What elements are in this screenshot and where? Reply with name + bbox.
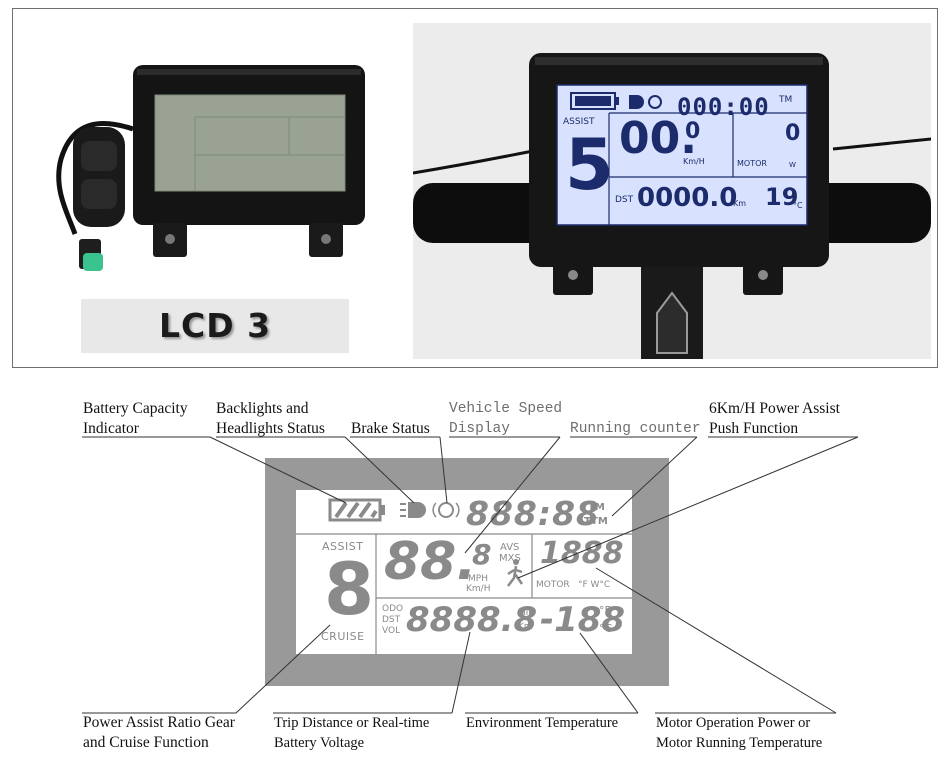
trip-digits: 8888.8 <box>406 600 538 640</box>
battery-indicator-label: Battery Capacity Indicator <box>83 399 188 439</box>
tm-label: TM <box>588 502 605 513</box>
vol-label: VOL <box>382 626 401 636</box>
assist-ratio-line2: and Cruise Function <box>83 734 209 751</box>
photo-dst-label: DST <box>615 195 634 205</box>
dst-label: DST <box>382 615 401 625</box>
battery-label-line2: Indicator <box>83 420 139 437</box>
photo-assist-label: ASSIST <box>563 117 595 127</box>
deg-c-label: °C <box>599 622 613 635</box>
time-digits: 888:88 <box>466 494 601 533</box>
photo-temperature: 19 <box>765 183 799 211</box>
motor-units: °F W°C <box>578 580 611 590</box>
vehicle-speed-line1: Vehicle Speed <box>449 401 563 417</box>
backlights-label-line2: Headlights Status <box>216 420 325 437</box>
avs-label: AVS <box>500 542 520 553</box>
photo-lit-display: 000:00 TM ASSIST 5 00. 0 Km/H MOTOR 0 W … <box>413 23 931 359</box>
assist-gear-digit: 8 <box>324 547 375 631</box>
diagram-lcd-screen: 888:88 TM TTM ASSIST 8 CRUISE 88. 8 AVS … <box>296 490 632 654</box>
motor-label: MOTOR <box>536 580 570 590</box>
ttm-label: TTM <box>584 516 608 527</box>
backlights-label-line1: Backlights and <box>216 400 309 417</box>
mxs-label: MXS <box>499 553 521 564</box>
kmh-label: Km/H <box>466 584 491 594</box>
photo-temp-unit: °C <box>793 201 803 210</box>
mph-label: MPH <box>468 574 488 584</box>
push-assist-line1: 6Km/H Power Assist <box>709 400 840 417</box>
motor-digits: 1888 <box>540 536 624 571</box>
motor-power-label: Motor Operation Power or Motor Running T… <box>656 713 822 753</box>
backlights-status-label: Backlights and Headlights Status <box>216 399 325 439</box>
speed-digits: 88. <box>384 532 477 592</box>
photo-tm-label: TM <box>779 95 793 105</box>
environment-temperature-label: Environment Temperature <box>466 715 619 731</box>
trip-distance-line1: Trip Distance or Real-time <box>274 715 430 731</box>
photo-time-digits: 000:00 <box>677 93 770 121</box>
assist-label: ASSIST <box>322 540 364 553</box>
deg-f-label: °F <box>599 604 611 617</box>
unlit-display-illustration <box>56 65 365 271</box>
km-label: Km <box>518 622 533 632</box>
product-name-box: LCD 3 <box>81 299 349 353</box>
product-name: LCD 3 <box>158 306 272 345</box>
assist-ratio-label: Power Assist Ratio Gear and Cruise Funct… <box>83 713 235 753</box>
photo-speed: 00. <box>619 113 697 164</box>
motor-power-line2: Motor Running Temperature <box>656 735 823 751</box>
photo-motor-label: MOTOR <box>737 159 767 168</box>
push-assist-line2: Push Function <box>709 420 799 437</box>
photo-speed-sub: 0 <box>685 119 701 144</box>
assist-ratio-line1: Power Assist Ratio Gear <box>83 714 235 731</box>
push-assist-label: 6Km/H Power Assist Push Function <box>709 399 840 439</box>
motor-power-line1: Motor Operation Power or <box>656 715 811 731</box>
photo-assist-level: 5 <box>565 124 614 206</box>
vehicle-speed-line2: Display <box>449 421 510 437</box>
running-counter-label: Running counter <box>570 421 701 437</box>
photo-motor-value: 0 <box>785 121 801 146</box>
cruise-label: CRUISE <box>321 630 365 643</box>
temperature-digits: -188 <box>540 600 626 640</box>
speed-sub-digit: 8 <box>472 538 492 571</box>
trip-distance-line2: Battery Voltage <box>274 735 365 751</box>
brake-status-label: Brake Status <box>351 420 430 437</box>
battery-label-line1: Battery Capacity <box>83 400 188 417</box>
photo-distance-unit: Km <box>733 199 747 208</box>
photo-motor-unit: W <box>789 161 796 169</box>
photo-distance: 0000.0 <box>637 183 738 213</box>
trip-distance-label: Trip Distance or Real-time Battery Volta… <box>274 713 429 753</box>
product-photo-panel: LCD 3 <box>12 8 938 368</box>
mil-label: Mil <box>518 608 531 618</box>
odo-label: ODO <box>382 604 404 614</box>
photo-unlit-display: LCD 3 <box>13 9 405 367</box>
photo-speed-unit: Km/H <box>683 157 705 166</box>
lit-display-illustration <box>413 53 931 359</box>
vehicle-speed-label: Vehicle Speed Display <box>449 399 562 439</box>
